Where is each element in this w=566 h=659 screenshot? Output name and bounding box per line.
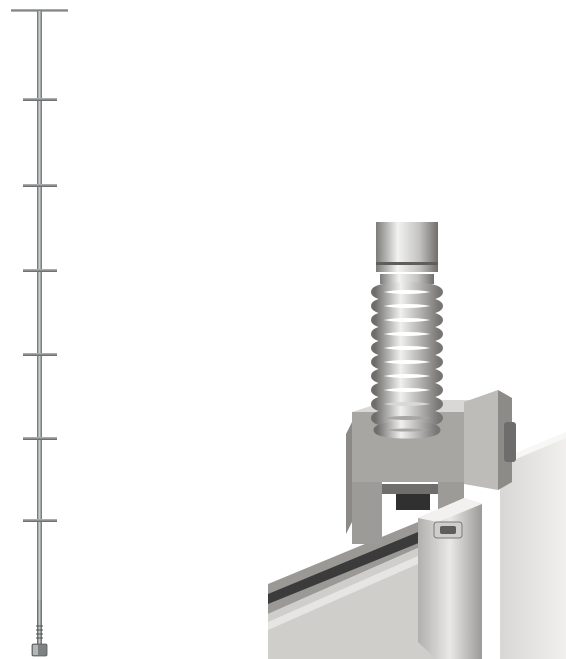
telescopic-pole-figure — [11, 9, 68, 657]
spring-cap — [380, 274, 434, 284]
pole-crossbars — [23, 98, 57, 522]
pole-crossbar — [23, 269, 57, 272]
pole-thread-marks — [36, 625, 43, 639]
compression-spring — [371, 282, 443, 439]
clamp-block-side — [346, 422, 352, 534]
cylinder-groove — [376, 262, 438, 265]
front-post-top — [418, 498, 482, 522]
top-cylinder — [376, 222, 438, 258]
pole-rod — [37, 11, 42, 644]
spring-clamp-detail-figure — [268, 222, 566, 659]
pole-lower-rod — [37, 600, 42, 644]
tension-knob — [504, 422, 516, 462]
clamp-block-leg-left — [352, 482, 382, 544]
pole-crossbar — [23, 98, 57, 101]
track-rail-groove — [268, 532, 426, 604]
pole-crossbar — [23, 519, 57, 522]
track-base-highlight — [268, 548, 436, 630]
clamp-block-opening — [396, 494, 430, 510]
pole-foot-highlight — [33, 645, 38, 655]
clamp-block-slot — [382, 484, 438, 494]
pole-crossbar — [23, 437, 57, 440]
pole-top-bar — [11, 9, 68, 12]
post-latch-hole — [440, 526, 456, 534]
front-post — [418, 498, 482, 659]
pole-crossbar — [23, 353, 57, 356]
wall-panel-edge — [500, 432, 566, 464]
wall-panel — [500, 432, 566, 659]
pole-crossbar — [23, 184, 57, 187]
